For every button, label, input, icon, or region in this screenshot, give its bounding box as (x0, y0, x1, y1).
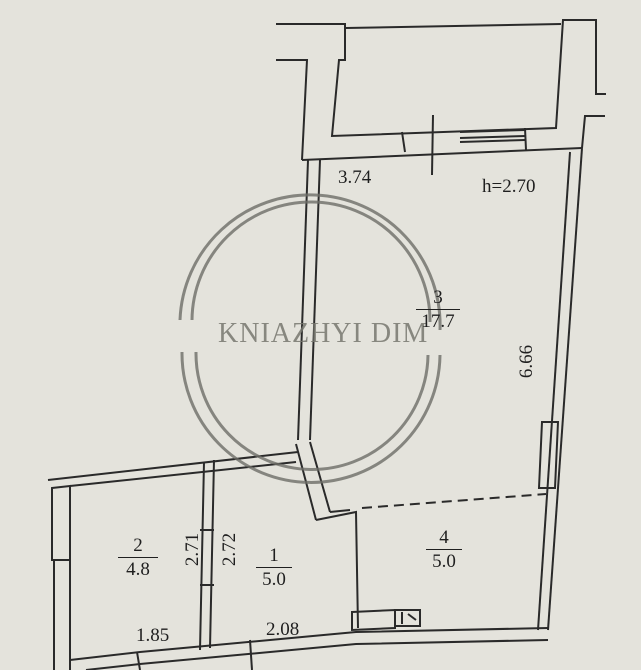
room-2-label: 2 4.8 (118, 536, 158, 579)
room-3-number: 3 (433, 287, 443, 308)
room-3-label: 3 17.7 (416, 288, 460, 331)
dimension-bottom-mid-width: 2.08 (266, 619, 300, 640)
room-1-label: 1 5.0 (256, 546, 292, 589)
room-2-number: 2 (133, 535, 143, 556)
room-3-area: 17.7 (416, 309, 460, 331)
room-4-area: 5.0 (426, 549, 462, 571)
dimension-bottom-left-width: 1.85 (136, 625, 170, 646)
room-1-number: 1 (269, 545, 279, 566)
dimension-room1-height: 2.72 (219, 532, 241, 567)
dimension-right-height: 6.66 (516, 344, 538, 379)
dimension-room2-height: 2.71 (182, 532, 204, 567)
dimension-top-width: 3.74 (338, 167, 372, 188)
watermark: KNIAZHYI DIM (218, 318, 429, 349)
room-4-label: 4 5.0 (426, 528, 462, 571)
room-1-area: 5.0 (256, 567, 292, 589)
ceiling-height-label: h=2.70 (482, 176, 536, 197)
room-2-area: 4.8 (118, 557, 158, 579)
room-4-number: 4 (439, 527, 449, 548)
